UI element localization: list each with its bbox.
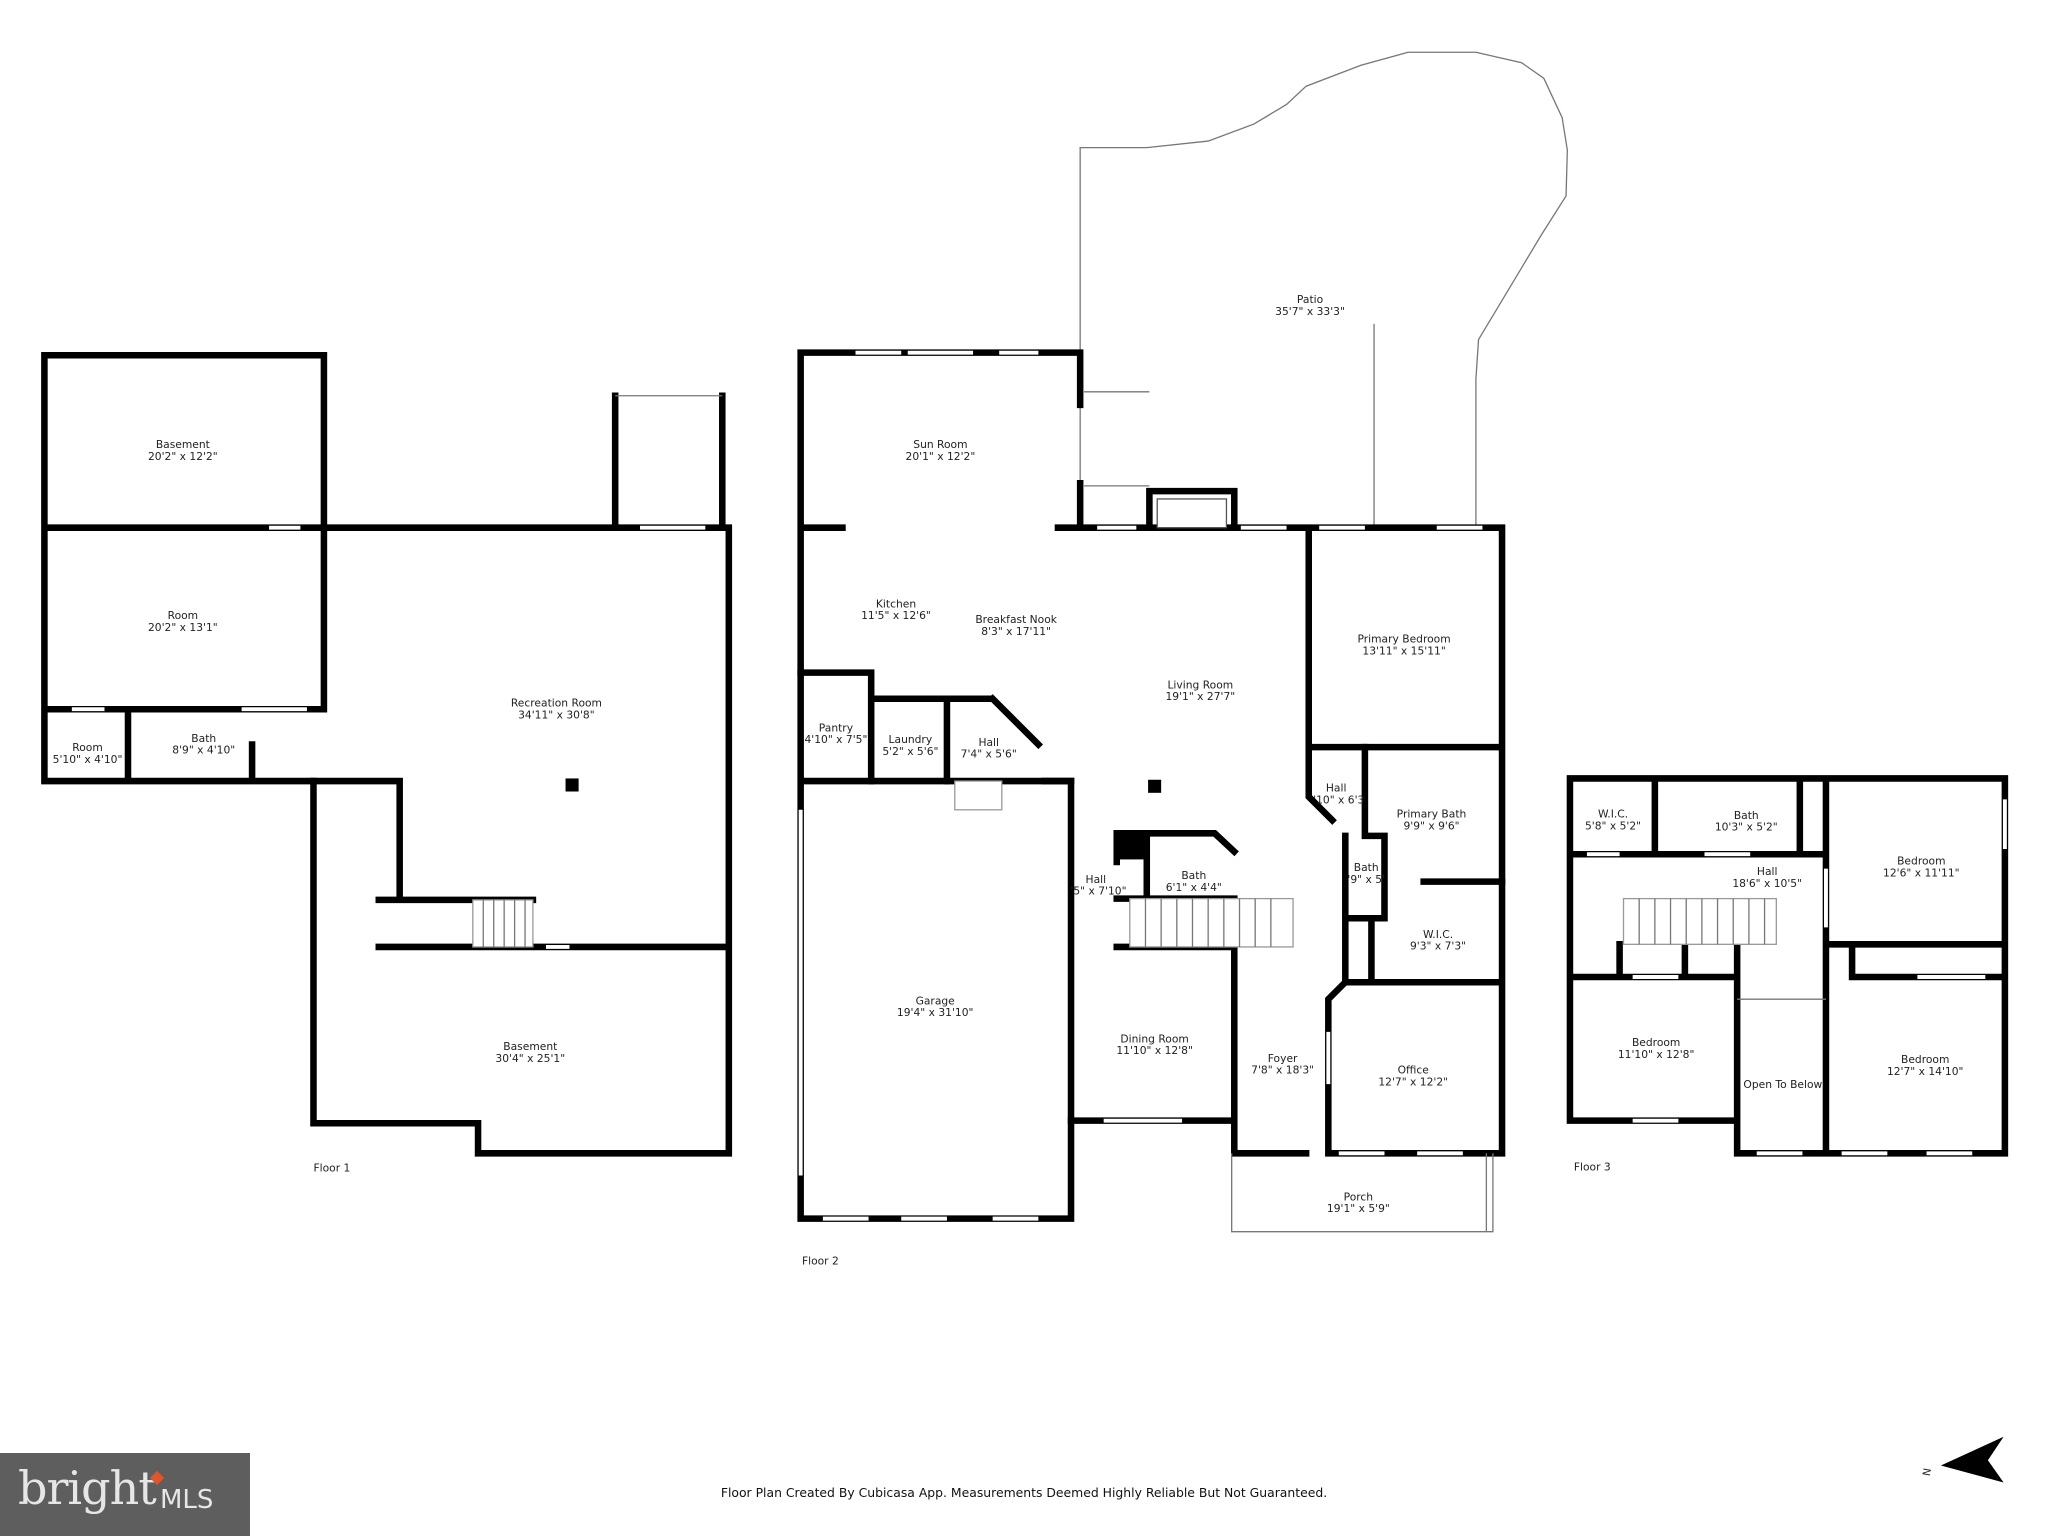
room-dims: 20'2" x 12'2" (148, 450, 218, 463)
room-name: Dining Room (1120, 1032, 1188, 1045)
room-name: Hall (1086, 873, 1107, 886)
room-name: W.I.C. (1423, 928, 1453, 941)
room-name: Laundry (889, 733, 933, 746)
floor-label: Floor 2 (802, 1254, 839, 1267)
room-dims: 9'9" x 9'6" (1403, 819, 1459, 832)
column (565, 778, 579, 792)
room-dims: 8'3" x 17'11" (981, 625, 1051, 638)
staircase (1622, 897, 1777, 945)
room-name: Bath (1734, 809, 1759, 822)
room-name: Recreation Room (511, 697, 602, 710)
room-dims: 5'8" x 5'2" (1585, 819, 1641, 832)
floor-label: Floor 3 (1574, 1160, 1611, 1173)
room-dims: 6'1" x 4'4" (1166, 881, 1222, 894)
room-name: Office (1398, 1064, 1430, 1077)
room-name: W.I.C. (1598, 808, 1628, 821)
room-dims: 19'1" x 27'7" (1165, 690, 1235, 703)
room-name: Foyer (1268, 1052, 1298, 1065)
room-name: Pantry (819, 721, 854, 734)
room-dims: 11'5" x 12'6" (861, 609, 931, 622)
room-dims: 18'6" x 10'5" (1732, 877, 1802, 890)
room-name: Living Room (1167, 678, 1233, 691)
room-dims: 12'6" x 11'11" (1883, 866, 1960, 879)
room-name: Bath (1354, 861, 1379, 874)
room-dims: 5'10" x 4'10" (53, 753, 123, 766)
room-dims: 10'3" x 5'2" (1715, 821, 1778, 834)
north-label: N (1921, 1467, 1934, 1477)
room-dims: '5" x 7'10" (1070, 885, 1126, 898)
room-name: Primary Bath (1397, 808, 1467, 821)
room-name: Basement (156, 438, 210, 451)
floor-1-plan (41, 352, 733, 1157)
room-dims: 11'10" x 12'8" (1618, 1048, 1695, 1061)
room-name: Garage (916, 994, 956, 1007)
room-name: Bedroom (1901, 1053, 1949, 1066)
room-dims: 11'10" x 12'8" (1116, 1044, 1193, 1057)
room-dims: 12'7" x 12'2" (1378, 1075, 1448, 1088)
room-dims: 7'8" x 18'3" (1251, 1064, 1314, 1077)
patio-outline (1079, 51, 1569, 528)
room-name: Kitchen (876, 597, 916, 610)
staircase (472, 899, 534, 948)
room-dims: 9'3" x 7'3" (1410, 940, 1466, 953)
porch-outline (1231, 1153, 1494, 1233)
room-name: Primary Bedroom (1357, 633, 1450, 646)
room-dims: 20'2" x 13'1" (148, 621, 218, 634)
room-dims: '9" x 5' (1347, 873, 1385, 886)
room-name: Sun Room (913, 438, 967, 451)
room-name: Bath (191, 732, 216, 745)
room-name: Bedroom (1897, 855, 1945, 868)
staircase (1129, 897, 1294, 948)
room-name: Porch (1344, 1190, 1373, 1203)
floor-3-plan (1566, 775, 2009, 1157)
room-name: Bath (1181, 869, 1206, 882)
room-name: Patio (1297, 293, 1323, 306)
room-dims: 20'1" x 12'2" (906, 450, 976, 463)
room-dims: 34'11" x 30'8" (518, 708, 595, 721)
room-dims: 8'9" x 4'10" (172, 744, 235, 757)
room-dims: '10" x 6'3 (1313, 793, 1364, 806)
room-name: Hall (1757, 865, 1778, 878)
room-dims: 5'2" x 5'6" (882, 745, 938, 758)
room-name: Basement (503, 1040, 557, 1053)
room-name: Bedroom (1632, 1036, 1680, 1049)
room-name: Room (72, 741, 102, 754)
room-dims: 4'10" x 7'5" (804, 733, 867, 746)
room-name: Open To Below (1743, 1078, 1822, 1091)
north-arrow-icon: N (1921, 1436, 2004, 1483)
room-dims: 19'4" x 31'10" (897, 1006, 974, 1019)
room-dims: 12'7" x 14'10" (1887, 1065, 1964, 1078)
room-dims: 35'7" x 33'3" (1275, 305, 1345, 318)
room-name: Hall (1326, 782, 1347, 795)
room-name: Hall (978, 736, 999, 749)
disclaimer: Floor Plan Created By Cubicasa App. Meas… (721, 1485, 1327, 1500)
room-dims: 19'1" x 5'9" (1327, 1202, 1390, 1215)
room-dims: 13'11" x 15'11" (1362, 644, 1445, 657)
floor-label: Floor 1 (313, 1162, 350, 1175)
floor-2-plan (797, 51, 1569, 1233)
room-name: Breakfast Nook (975, 613, 1057, 626)
room-dims: 30'4" x 25'1" (495, 1052, 565, 1065)
room-dims: 7'4" x 5'6" (961, 748, 1017, 761)
room-name: Room (168, 609, 198, 622)
